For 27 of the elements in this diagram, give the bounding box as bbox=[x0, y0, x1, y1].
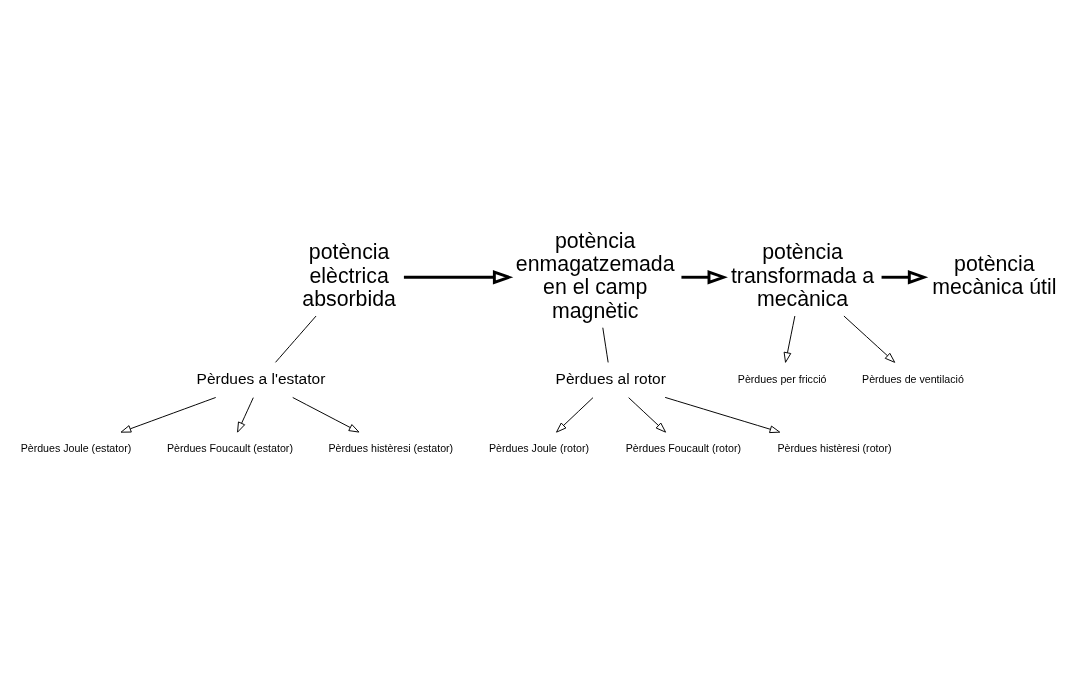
arrow bbox=[292, 396, 360, 433]
arrow bbox=[681, 269, 728, 284]
arrow bbox=[843, 315, 896, 363]
connector bbox=[602, 326, 609, 363]
arrow bbox=[403, 269, 514, 284]
node-text: Pèrdues histèresi (estator) bbox=[328, 441, 454, 454]
node-text: Pèrdues de ventilació bbox=[862, 372, 964, 385]
node-text: potència elèctrica absorbida bbox=[302, 239, 396, 311]
arrow bbox=[628, 396, 667, 433]
arrow bbox=[556, 396, 594, 433]
node-text: Pèrdues Foucault (rotor) bbox=[625, 441, 742, 454]
node-text: Pèrdues Joule (rotor) bbox=[489, 441, 589, 454]
node-text: potència transformada a mecànica bbox=[730, 239, 875, 311]
node-text: Pèrdues histèresi (rotor) bbox=[777, 441, 892, 454]
node-text: Pèrdues per fricció bbox=[737, 372, 827, 385]
connector bbox=[275, 315, 317, 363]
node-text: potència enmagatzemada en el camp magnètic bbox=[515, 228, 675, 323]
node-text: Pèrdues Foucault (estator) bbox=[166, 441, 293, 454]
arrow bbox=[664, 396, 781, 433]
node-text: Pèrdues Joule (estator) bbox=[20, 441, 132, 454]
node-text: Pèrdues al rotor bbox=[555, 369, 666, 387]
arrow bbox=[120, 396, 217, 433]
node-text: potència mecànica útil bbox=[932, 251, 1057, 299]
arrow bbox=[881, 269, 929, 284]
arrow bbox=[237, 396, 254, 433]
node-text: Pèrdues a l'estator bbox=[196, 369, 326, 387]
arrow bbox=[783, 315, 796, 363]
